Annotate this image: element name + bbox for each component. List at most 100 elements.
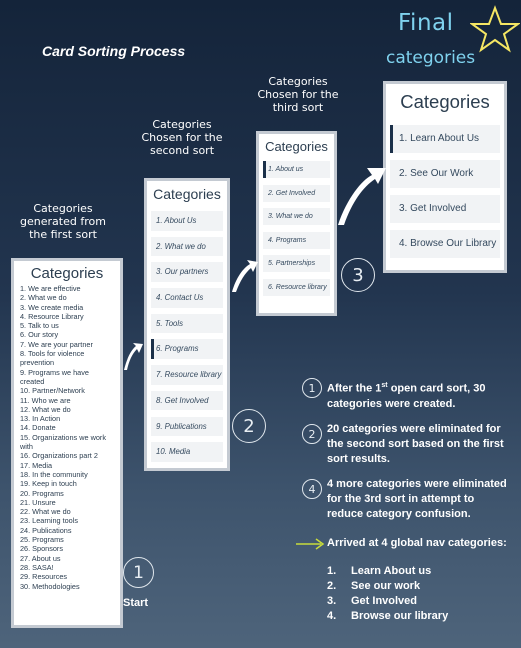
list-item: 23. Learning tools: [20, 516, 79, 526]
card-final-categories: Categories 1. Learn About Us 2. See Our W…: [383, 81, 507, 273]
list-item: 3. Our partners: [151, 262, 223, 282]
list-item-number: 3.: [327, 595, 337, 607]
final-heading-line2: categories: [386, 48, 476, 68]
caption-third-sort: Categories Chosen for the third sort: [257, 75, 339, 115]
list-item: 13. In Action: [20, 414, 61, 424]
list-item: 3. What we do: [263, 208, 330, 225]
list-item: 29. Resources: [20, 572, 68, 582]
list-item: 24. Publications: [20, 525, 72, 535]
list-item: 2. See our work: [327, 579, 448, 594]
list-item: 30. Methodologies: [20, 581, 80, 591]
list-item: 1. About Us: [151, 211, 223, 231]
list-item: 2. See Our Work: [390, 160, 500, 188]
step-3-circle: 3: [341, 258, 375, 292]
card-second-sort: Categories 1. About Us 2. What we do 3. Ou…: [144, 178, 230, 471]
list-item: 1. Learn About us: [327, 564, 448, 579]
list-item: 7. Resource library: [151, 365, 223, 385]
card-heading: Categories: [30, 265, 104, 282]
note-2-circle: 2: [302, 424, 322, 444]
list-item: 2. Get Involved: [263, 184, 330, 202]
list-item: 4. Programs: [263, 231, 330, 249]
list-item: 17. Media: [20, 460, 53, 470]
list-item-number: 4.: [327, 610, 337, 622]
card-third-sort: Categories 1. About us 2. Get Involved 3. …: [256, 131, 337, 316]
list-item: 8. Tools for violence prevention: [20, 349, 85, 368]
list-item: 12. What we do: [20, 404, 71, 414]
step-2-circle: 2: [232, 409, 266, 443]
card-item-list: 1. About us 2. Get Involved 3. What we do 4…: [263, 161, 330, 296]
card-item-list: 1. Learn About Us 2. See Our Work 3. Get I…: [390, 125, 500, 258]
list-item: 5. Partnerships: [263, 255, 330, 272]
note-4-text: Arrived at 4 global nav categories:: [327, 537, 507, 549]
list-item: 20. Programs: [20, 488, 64, 498]
list-item-label: See our work: [351, 580, 421, 592]
list-item: 7. We are your partner: [20, 339, 93, 349]
final-nav-list: 1. Learn About us 2. See our work 3. Get Invo…: [327, 564, 448, 624]
list-item: 10. Partner/Network: [20, 386, 85, 396]
list-item: 18. In the community: [20, 469, 88, 479]
list-item: 1. We are effective: [20, 284, 81, 293]
card-heading: Categories: [153, 186, 221, 202]
arrow-to-final: [338, 168, 386, 225]
list-item: 1. Learn About Us: [390, 125, 500, 153]
list-item: 15. Organizations we work with: [20, 432, 106, 452]
card-heading: Categories: [400, 91, 490, 112]
list-item: 3. Get Involved: [390, 195, 500, 223]
list-item: 8. Get Involved: [151, 390, 223, 411]
list-item: 22. What we do: [20, 507, 71, 517]
list-item-label: Get Involved: [351, 595, 418, 607]
list-item: 26. Sponsors: [20, 544, 63, 554]
list-item-label: Learn About us: [351, 565, 432, 577]
list-item: 2. What we do: [151, 236, 223, 257]
list-item: 11. Who we are: [20, 395, 71, 405]
note-1-post: open card sort, 30 categories were creat…: [327, 382, 486, 410]
list-item: 10. Media: [151, 442, 223, 462]
note-1-sup: st: [381, 382, 388, 389]
list-item: 4. Contact Us: [151, 288, 223, 308]
list-item: 14. Donate: [20, 423, 56, 433]
note-1-text: After the 1st open card sort, 30 categor…: [327, 378, 513, 412]
list-item: 6. Our story: [20, 330, 59, 340]
star-icon: [470, 5, 520, 53]
list-item: 6. Resource library: [263, 278, 330, 296]
list-item: 28. SASA!: [20, 562, 54, 572]
list-item: 5. Tools: [151, 313, 223, 334]
start-label: Start: [123, 597, 149, 609]
list-item: 21. Unsure: [20, 497, 56, 507]
list-item: 2. What we do: [20, 293, 67, 303]
note-2-text: 20 categories were eliminated for the se…: [327, 423, 504, 465]
arrow-to-second-sort: [124, 343, 143, 370]
list-item: 4. Browse our library: [327, 609, 448, 624]
list-item-number: 1.: [327, 565, 337, 577]
list-item: 25. Programs: [20, 535, 64, 545]
step-1-circle: 1: [123, 557, 154, 588]
list-item: 4. Browse Our Library: [390, 230, 500, 258]
list-item: 4. Resource Library: [20, 311, 84, 321]
list-item-label: Browse our library: [351, 610, 449, 622]
arrow-right-icon: [296, 538, 325, 550]
list-item: 1. About us: [263, 161, 330, 178]
caption-first-sort: Categories generated from the first sort: [20, 202, 106, 242]
note-1-circle: 1: [302, 378, 322, 398]
list-item: 3. Get Involved: [327, 594, 448, 609]
list-item: 5. Talk to us: [20, 321, 59, 331]
card-item-list: 1. About Us 2. What we do 3. Our partners 4…: [151, 211, 223, 462]
final-heading-line1: Final: [398, 10, 454, 36]
list-item: 9. Publications: [151, 416, 223, 436]
caption-second-sort: Categories Chosen for the second sort: [141, 118, 223, 158]
note-3-text: 4 more categories were eliminated for th…: [327, 478, 507, 520]
list-item: 16. Organizations part 2: [20, 451, 98, 461]
card-heading: Categories: [265, 139, 328, 154]
list-item: 3. We create media: [20, 302, 84, 312]
list-item: 27. About us: [20, 553, 61, 563]
page-title: Card Sorting Process: [42, 43, 186, 59]
list-item: 19. Keep in touch: [20, 479, 77, 489]
note-3-circle: 4: [302, 479, 322, 499]
list-item: 6. Programs: [151, 339, 223, 359]
list-item-number: 2.: [327, 580, 337, 592]
arrow-to-third-sort: [232, 260, 258, 292]
note-1-pre: After the 1: [327, 382, 382, 395]
list-item: 9. Programs we have created: [20, 367, 89, 386]
